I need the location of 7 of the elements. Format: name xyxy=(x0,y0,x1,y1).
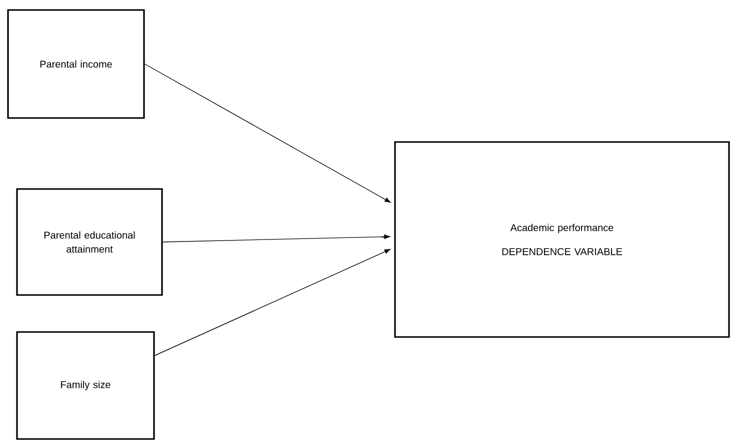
arrow xyxy=(144,64,391,203)
box: Parental income xyxy=(7,9,145,119)
box: Parental educational attainment xyxy=(16,188,163,296)
box: Family size xyxy=(16,331,155,440)
arrow xyxy=(154,249,390,356)
arrow xyxy=(162,234,390,242)
box: Academic performance DEPENDENCE VARIABLE xyxy=(394,141,730,338)
